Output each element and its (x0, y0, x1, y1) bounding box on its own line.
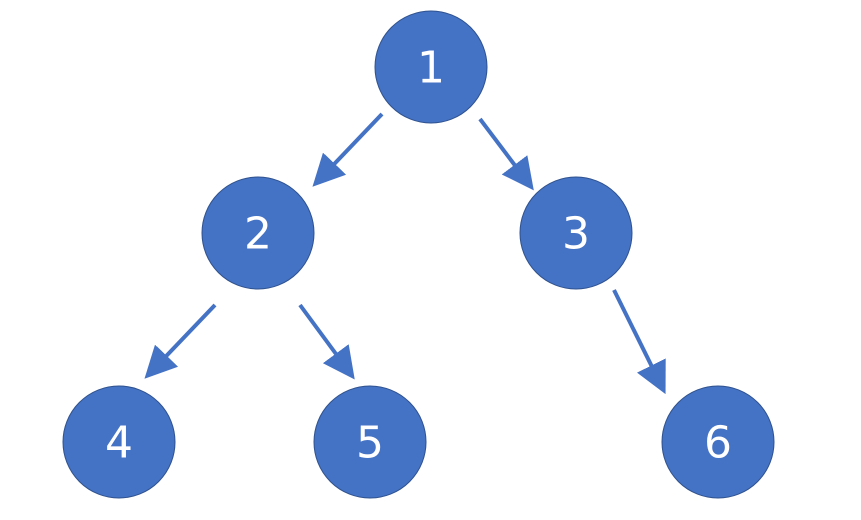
node-circle (313, 385, 427, 499)
node-circle (62, 385, 176, 499)
edge-n2-n4 (144, 303, 217, 379)
tree-node-3: 3 (519, 176, 633, 290)
edges (144, 112, 666, 395)
tree-node-4: 4 (62, 385, 176, 499)
node-label: 5 (356, 418, 384, 469)
edge-n1-n2 (312, 112, 384, 187)
edge-n1-n3 (478, 117, 534, 191)
node-label: 3 (562, 209, 590, 260)
node-label: 4 (105, 418, 133, 469)
tree-node-2: 2 (201, 176, 315, 290)
tree-node-6: 6 (661, 385, 775, 499)
node-circle (201, 176, 315, 290)
node-circle (519, 176, 633, 290)
edge-n3-n6 (612, 289, 666, 395)
node-circle (661, 385, 775, 499)
edge-n2-n5 (298, 303, 355, 380)
node-label: 2 (244, 209, 272, 260)
node-circle (374, 10, 488, 124)
node-label: 6 (704, 418, 732, 469)
tree-node-1: 1 (374, 10, 488, 124)
tree-node-5: 5 (313, 385, 427, 499)
node-label: 1 (417, 43, 445, 94)
